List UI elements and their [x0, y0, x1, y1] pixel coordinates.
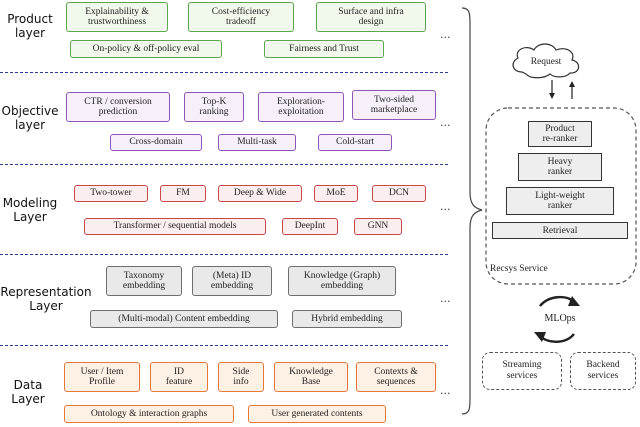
box-knowledge-graph: Knowledge (Graph) embedding: [288, 266, 396, 296]
recsys-service-container: [485, 107, 637, 285]
mlops-cycle-arrow-bottom: [539, 333, 575, 343]
stage-product-reranker: Product re-ranker: [528, 121, 592, 147]
box-explainability: Explainability & trustworthiness: [66, 2, 168, 32]
box-fairness-trust: Fairness and Trust: [264, 40, 384, 58]
box-multimodal: (Multi-modal) Content embedding: [90, 310, 278, 328]
box-fm: FM: [160, 185, 206, 202]
product-layer-label: Product layer: [7, 12, 53, 40]
box-side-info: Side info: [218, 362, 264, 392]
box-meta-id: (Meta) ID embedding: [192, 266, 272, 296]
modeling-ellipsis: ...: [440, 200, 451, 213]
representation-ellipsis: ...: [440, 292, 451, 305]
divider-3: [0, 254, 448, 255]
box-deepint: DeepInt: [282, 218, 338, 235]
box-contexts-sequences: Contexts & sequences: [356, 362, 436, 392]
box-transformer: Transformer / sequential models: [84, 218, 266, 235]
recsys-service-label: Recsys Service: [490, 264, 548, 274]
box-user-generated: User generated contents: [248, 405, 386, 423]
box-moe: MoE: [314, 185, 358, 202]
curly-brace: [461, 7, 483, 415]
box-taxonomy: Taxonomy embedding: [106, 266, 182, 296]
box-on-off-policy: On-policy & off-policy eval: [70, 40, 222, 58]
backend-services-box: Backend services: [570, 352, 636, 390]
request-label: Request: [530, 57, 562, 67]
box-two-tower: Two-tower: [74, 185, 148, 202]
box-exploration: Exploration- exploitation: [258, 92, 344, 122]
mlops-label: MLOps: [544, 313, 576, 324]
modeling-layer-label: Modeling Layer: [2, 196, 58, 224]
request-cloud-shape: [512, 43, 580, 79]
data-ellipsis: ...: [440, 384, 451, 397]
representation-layer-label: Representation Layer: [0, 285, 92, 313]
box-deep-wide: Deep & Wide: [218, 185, 302, 202]
divider-2: [0, 164, 448, 165]
box-surface-infra: Surface and infra design: [316, 2, 426, 32]
box-cold-start: Cold-start: [318, 134, 392, 151]
box-multi-task: Multi-task: [218, 134, 296, 151]
product-ellipsis: ...: [440, 28, 451, 41]
box-id-feature: ID feature: [150, 362, 208, 392]
box-gnn: GNN: [354, 218, 402, 235]
objective-layer-label: Objective layer: [1, 104, 59, 132]
box-ctr-conversion: CTR / conversion prediction: [66, 92, 170, 122]
box-cross-domain: Cross-domain: [110, 134, 202, 151]
box-top-k-ranking: Top-K ranking: [184, 92, 244, 122]
divider-1: [0, 72, 448, 73]
streaming-services-box: Streaming services: [482, 352, 562, 390]
stage-lightweight-ranker: Light-weight ranker: [506, 187, 614, 215]
stage-retrieval: Retrieval: [492, 222, 628, 239]
objective-ellipsis: ...: [440, 116, 451, 129]
box-ontology: Ontology & interaction graphs: [64, 405, 234, 423]
divider-4: [0, 345, 448, 346]
box-hybrid: Hybrid embedding: [292, 310, 402, 328]
data-layer-label: Data Layer: [11, 378, 45, 406]
box-user-item-profile: User / Item Profile: [64, 362, 140, 392]
stage-heavy-ranker: Heavy ranker: [518, 153, 602, 181]
box-dcn: DCN: [372, 185, 426, 202]
box-knowledge-base: Knowledge Base: [274, 362, 348, 392]
box-two-sided: Two-sided marketplace: [352, 90, 436, 120]
box-cost-efficiency: Cost-efficiency tradeoff: [188, 2, 294, 32]
